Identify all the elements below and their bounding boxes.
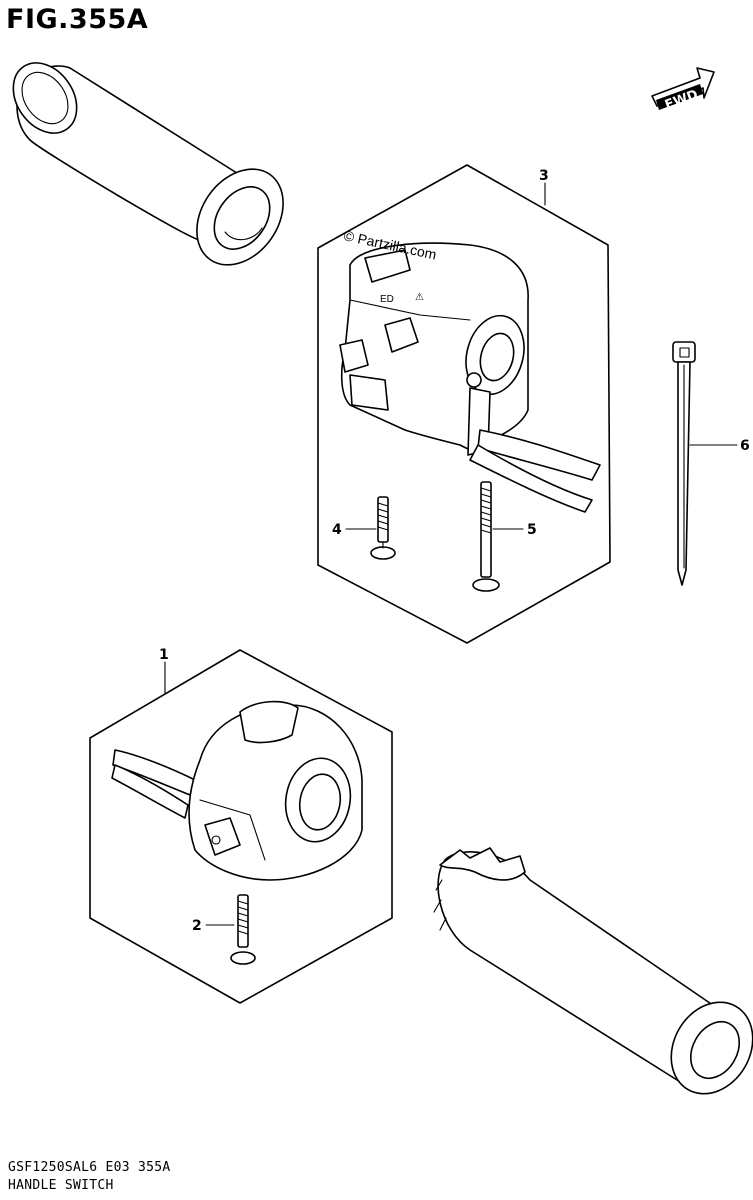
callout-5-label: 5 bbox=[527, 522, 537, 538]
callout-2-label: 2 bbox=[192, 918, 202, 934]
right-handle-switch-illustration: ED ⚠ © Partzilla.com bbox=[339, 227, 601, 513]
figure-title: FIG.355A bbox=[6, 4, 149, 35]
hex-outline-lower bbox=[89, 649, 393, 1004]
left-grip-illustration bbox=[12, 62, 284, 266]
hex-outline-upper bbox=[317, 164, 611, 644]
section-name: HANDLE SWITCH bbox=[8, 1178, 114, 1193]
callout-6-label: 6 bbox=[740, 438, 750, 454]
callout-2: 2 bbox=[192, 918, 235, 934]
svg-text:⚠: ⚠ bbox=[415, 292, 424, 303]
left-handle-switch-illustration bbox=[111, 700, 363, 881]
callout-4: 4 bbox=[332, 522, 377, 538]
callout-5: 5 bbox=[492, 522, 537, 538]
screw-4-illustration bbox=[370, 496, 396, 560]
cable-tie-6-illustration bbox=[672, 341, 696, 586]
callout-1: 1 bbox=[159, 647, 169, 694]
callout-4-label: 4 bbox=[332, 522, 342, 538]
throttle-grip-illustration bbox=[433, 847, 753, 1095]
callout-1-label: 1 bbox=[159, 647, 169, 663]
model-code: GSF1250SAL6 E03 355A bbox=[8, 1160, 171, 1175]
callout-3-label: 3 bbox=[539, 168, 549, 184]
screw-2-illustration bbox=[230, 894, 256, 965]
callout-3: 3 bbox=[539, 168, 549, 206]
svg-text:ED: ED bbox=[380, 294, 394, 305]
screw-5-illustration bbox=[472, 481, 500, 592]
fwd-arrow-icon: FWD bbox=[651, 67, 715, 113]
callout-6: 6 bbox=[689, 438, 750, 454]
